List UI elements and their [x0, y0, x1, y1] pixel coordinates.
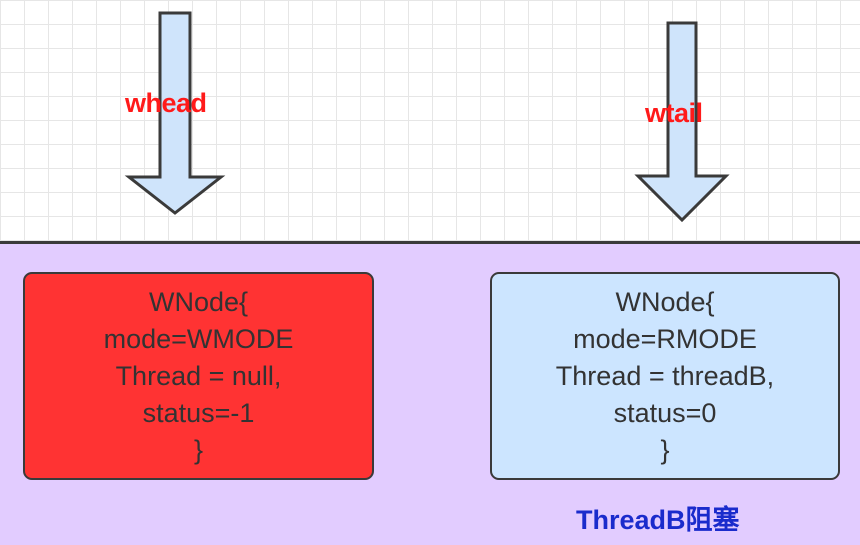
- node-line: Thread = threadB,: [555, 360, 775, 391]
- node-line: }: [660, 434, 670, 465]
- node-line: mode=WMODE: [103, 323, 294, 354]
- node-line: WNode{: [148, 286, 249, 317]
- divider-line: [0, 241, 860, 244]
- node-line: status=-1: [142, 397, 255, 428]
- threadb-blocked-label: ThreadB阻塞: [576, 505, 740, 535]
- whead-label: whead: [125, 88, 207, 118]
- node-line: mode=RMODE: [573, 323, 757, 354]
- wtail-label: wtail: [645, 98, 703, 128]
- wnode-tail-box: WNode{ mode=RMODE Thread = threadB, stat…: [490, 272, 840, 480]
- grid-background: [0, 0, 860, 243]
- node-line: status=0: [613, 397, 717, 428]
- node-line: }: [193, 434, 204, 465]
- node-line: WNode{: [615, 286, 715, 317]
- whead-arrow: [124, 11, 226, 215]
- wtail-arrow: [634, 21, 730, 223]
- wnode-head-box: WNode{ mode=WMODE Thread = null, status=…: [23, 272, 374, 480]
- node-line: Thread = null,: [115, 360, 282, 391]
